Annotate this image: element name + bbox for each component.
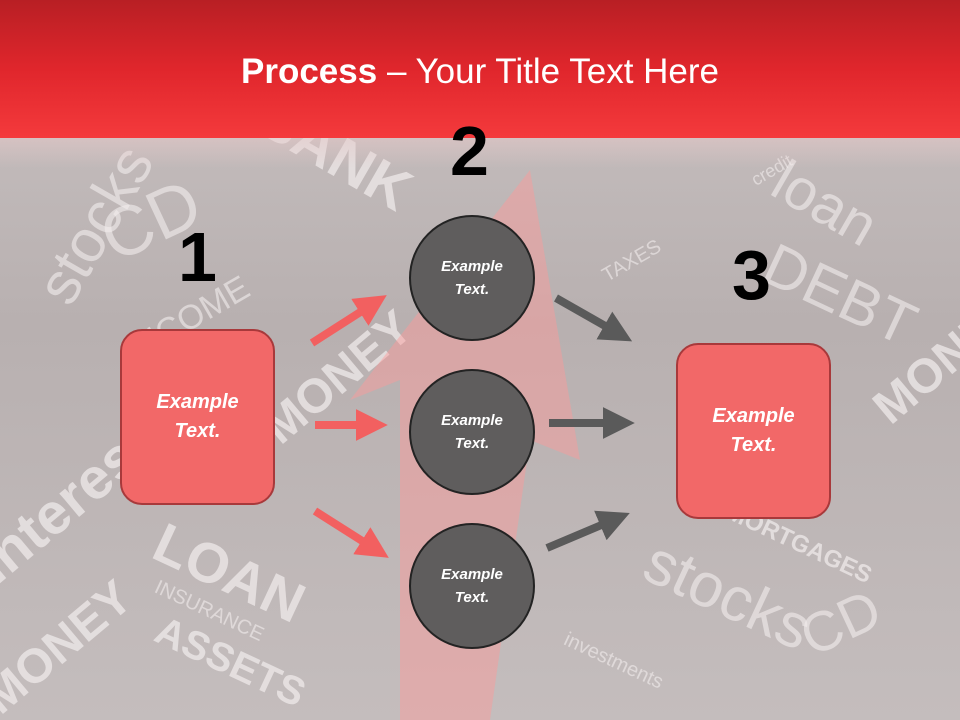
circle-label-line2: Text. (454, 435, 490, 452)
circle-label-line2: Text. (454, 589, 490, 606)
circle-label-line1: Example (441, 412, 503, 429)
title-bold: Process (241, 52, 378, 91)
arrow-circle3-box3 (545, 510, 630, 552)
arrow-box1-circle1 (309, 295, 387, 347)
header-fade (0, 138, 960, 168)
step-number-3: 3 (732, 236, 771, 314)
box-label-line1: Example (156, 391, 239, 413)
circle-label-line2: Text. (454, 281, 490, 298)
circle-label-line1: Example (441, 258, 503, 275)
slide-title: Process – Your Title Text Here (0, 52, 960, 92)
arrow-box1-circle3 (312, 507, 389, 558)
header-band (0, 0, 960, 138)
title-rest: – Your Title Text Here (377, 52, 719, 91)
circle-label-line1: Example (441, 566, 503, 583)
step-number-2: 2 (450, 112, 489, 190)
box-label-line2: Text. (174, 420, 221, 442)
box-label-line1: Example (712, 405, 795, 427)
arrow-circle1-box3 (554, 294, 633, 342)
step-number-1: 1 (178, 218, 217, 296)
box-label-line2: Text. (730, 434, 777, 456)
